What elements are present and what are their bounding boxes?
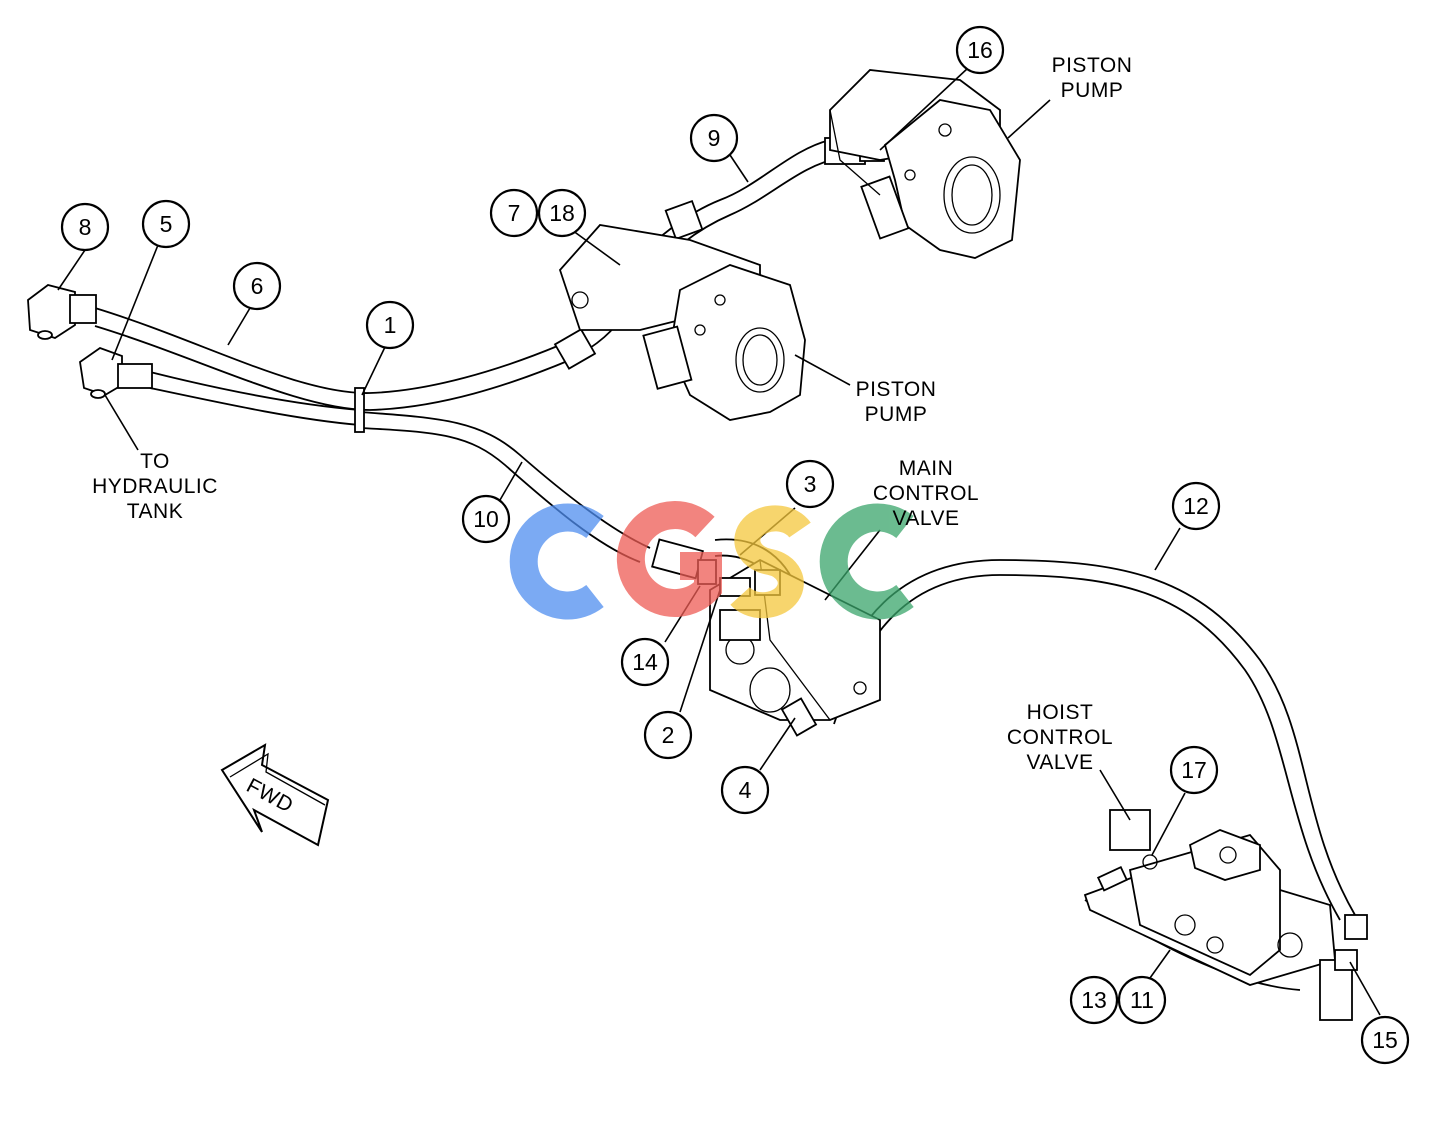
svg-text:TO: TO [140, 450, 170, 473]
svg-text:6: 6 [251, 273, 264, 299]
svg-text:PUMP: PUMP [1061, 79, 1124, 102]
svg-text:3: 3 [804, 471, 817, 497]
piston-pump-mid [558, 224, 806, 421]
svg-text:PISTON: PISTON [1052, 54, 1133, 77]
callout-13: 13 [1069, 975, 1119, 1025]
svg-text:TANK: TANK [127, 500, 183, 523]
svg-text:1: 1 [384, 312, 397, 338]
svg-text:PISTON: PISTON [856, 378, 937, 401]
svg-text:8: 8 [79, 214, 92, 240]
svg-text:18: 18 [549, 200, 575, 226]
callout-1: 1 [365, 300, 415, 350]
callout-10: 10 [461, 494, 511, 544]
svg-text:10: 10 [473, 506, 499, 532]
fwd-arrow: FWD [220, 743, 330, 847]
label-piston-pump-top: PISTON PUMP [1052, 54, 1133, 102]
callout-15: 15 [1360, 1015, 1410, 1065]
label-hydraulic-tank: TO HYDRAULIC TANK [92, 450, 218, 523]
callout-14: 14 [620, 637, 670, 687]
svg-text:11: 11 [1130, 987, 1154, 1013]
svg-text:16: 16 [967, 37, 993, 63]
svg-text:14: 14 [632, 649, 658, 675]
hoist-control-valve [1083, 809, 1368, 1021]
svg-text:17: 17 [1181, 757, 1207, 783]
svg-text:HYDRAULIC: HYDRAULIC [92, 475, 218, 498]
callout-16: 16 [955, 25, 1005, 75]
callout-6: 6 [232, 261, 282, 311]
fitting-5 [79, 346, 153, 399]
svg-text:7: 7 [508, 200, 521, 226]
callout-8: 8 [60, 202, 110, 252]
callout-5: 5 [141, 199, 191, 249]
label-piston-pump-mid: PISTON PUMP [856, 378, 937, 426]
fitting-8 [27, 284, 97, 340]
svg-text:15: 15 [1372, 1027, 1398, 1053]
label-main-control-valve: MAIN CONTROL VALVE [873, 457, 979, 530]
piston-pump-top [829, 69, 1021, 259]
svg-text:MAIN: MAIN [899, 457, 954, 480]
svg-text:13: 13 [1081, 987, 1107, 1013]
svg-text:CONTROL: CONTROL [873, 482, 979, 505]
svg-text:12: 12 [1183, 493, 1209, 519]
svg-text:VALVE: VALVE [1026, 751, 1093, 774]
callout-12: 12 [1171, 481, 1221, 531]
svg-text:CONTROL: CONTROL [1007, 726, 1113, 749]
svg-text:VALVE: VALVE [892, 507, 959, 530]
label-hoist-control-valve: HOIST CONTROL VALVE [1007, 701, 1113, 774]
callout-9: 9 [689, 113, 739, 163]
svg-text:2: 2 [662, 722, 675, 748]
callout-4: 4 [720, 765, 770, 815]
svg-text:4: 4 [739, 777, 752, 803]
cgsc-watermark [509, 501, 914, 620]
svg-text:5: 5 [160, 211, 173, 237]
svg-text:PUMP: PUMP [865, 403, 928, 426]
callout-18: 18 [537, 188, 587, 238]
callouts: 1 2 3 4 5 6 7 8 9 10 11 12 13 14 15 16 1… [60, 25, 1410, 1065]
callout-2: 2 [643, 710, 693, 760]
callout-11: 11 [1117, 975, 1167, 1025]
callout-3: 3 [785, 459, 835, 509]
callout-17: 17 [1169, 745, 1219, 795]
callout-7: 7 [489, 188, 539, 238]
svg-text:9: 9 [708, 125, 721, 151]
svg-text:HOIST: HOIST [1027, 701, 1094, 724]
